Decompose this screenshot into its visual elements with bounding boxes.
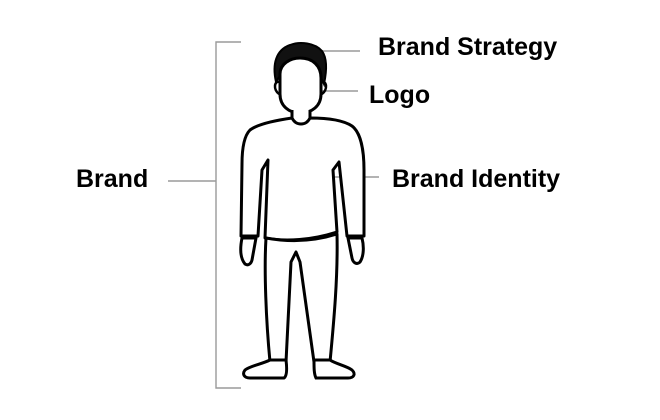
torso-shape [239,116,366,242]
right-shoe [312,358,356,380]
left-ear [273,80,281,96]
head-shape [278,56,323,115]
left-hand [239,236,258,267]
label-brand-identity: Brand Identity [392,165,561,193]
pants-shape [263,232,339,364]
left-shoe [242,358,289,380]
brand-bracket [168,41,241,389]
label-brand-strategy: Brand Strategy [378,33,558,61]
right-ear [320,80,328,96]
label-logo: Logo [369,81,431,109]
right-hand [346,236,365,265]
label-brand: Brand [76,165,149,193]
